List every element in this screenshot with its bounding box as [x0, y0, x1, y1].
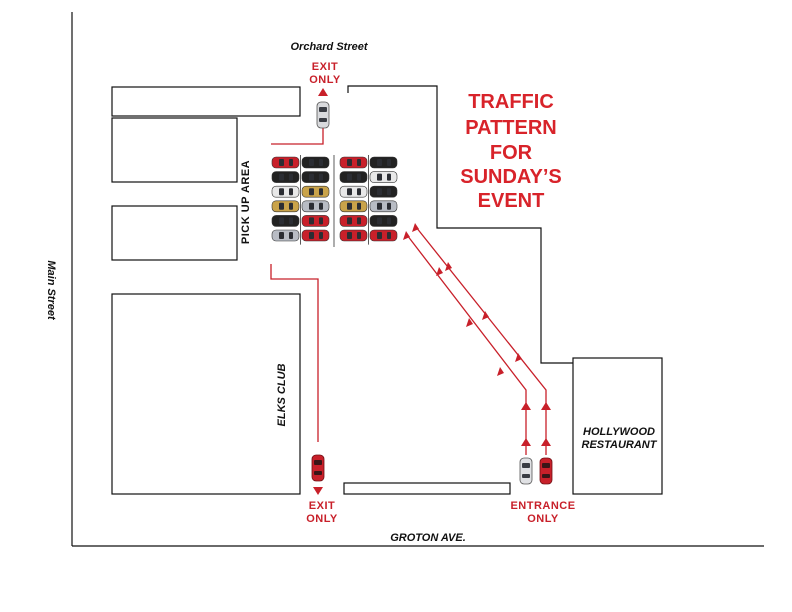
title-line-2: PATTERN	[465, 117, 556, 139]
entrance-arrow-icon	[403, 231, 410, 240]
parked-car-icon	[369, 156, 398, 169]
parked-car-icon	[369, 200, 398, 213]
entrance-arrow-icon	[541, 402, 551, 410]
car-icon	[316, 101, 330, 129]
curb-strip	[343, 482, 511, 495]
entrance-arrow-icon	[466, 318, 473, 327]
entrance-arrow-icon	[521, 402, 531, 410]
entrance-label-line2: ONLY	[527, 513, 559, 525]
exit-bottom-arrow-icon	[313, 487, 323, 495]
entrance-label-line1: ENTRANCE	[510, 500, 575, 512]
title-line-1: TRAFFIC	[468, 91, 554, 113]
parked-car-icon	[301, 171, 330, 183]
parked-car-icon	[271, 171, 300, 183]
car-icon	[519, 457, 533, 485]
parked-car-icon	[301, 156, 330, 169]
parked-car-icon	[301, 185, 330, 198]
elks-club-label: ELKS CLUB	[276, 363, 288, 426]
parked-car-icon	[271, 215, 300, 227]
entrance-arrow-icon	[445, 262, 452, 271]
parked-car-icon	[271, 185, 300, 198]
parked-car-icon	[301, 200, 330, 213]
entrance-route-left	[403, 231, 531, 455]
entrance-arrow-icon	[497, 367, 504, 376]
exit-top-arrow-icon	[318, 88, 328, 96]
parking-lot	[271, 155, 398, 247]
parked-car-icon	[339, 215, 368, 227]
parked-car-icon	[369, 215, 398, 227]
entrance-arrow-icon	[436, 267, 443, 276]
parked-car-icon	[271, 229, 300, 242]
parked-car-icon	[271, 156, 300, 169]
parked-car-icon	[271, 200, 300, 213]
parked-car-icon	[339, 156, 368, 169]
car-icon	[539, 457, 553, 485]
property-boundary	[347, 85, 573, 364]
parked-car-icon	[301, 229, 330, 242]
title-line-3: FOR	[490, 142, 533, 164]
parked-car-icon	[339, 185, 368, 198]
elks-club-building	[111, 293, 301, 495]
parked-car-icon	[301, 215, 330, 227]
orchard-street-label: Orchard Street	[290, 41, 368, 53]
parked-car-icon	[339, 229, 368, 242]
title-line-4: SUNDAY’S	[460, 166, 562, 188]
entrance-arrow-icon	[482, 311, 489, 320]
pickup-area-label: PICK UP AREA	[240, 160, 252, 244]
groton-ave-label: GROTON AVE.	[390, 532, 466, 544]
parked-car-icon	[339, 200, 368, 213]
parked-car-icon	[339, 171, 368, 183]
parked-car-icon	[369, 185, 398, 198]
hollywood-restaurant-building	[572, 357, 663, 495]
building-top-strip	[111, 86, 301, 117]
hollywood-label-line2: RESTAURANT	[582, 439, 658, 451]
exit-bottom-route	[270, 264, 323, 495]
hollywood-label-line1: HOLLYWOOD	[583, 426, 655, 438]
exit-bottom-label-line2: ONLY	[306, 513, 338, 525]
entrance-arrow-icon	[515, 353, 522, 362]
entrance-arrow-icon	[412, 223, 419, 232]
building-upper-left	[111, 117, 238, 183]
exit-top-label-line2: ONLY	[309, 74, 341, 86]
car-icon	[311, 454, 325, 482]
entrance-arrow-icon	[521, 438, 531, 446]
main-street-label: Main Street	[45, 260, 57, 321]
entrance-arrow-icon	[541, 438, 551, 446]
parked-car-icon	[369, 229, 398, 242]
entrance-route-right	[412, 223, 551, 455]
title-line-5: EVENT	[478, 190, 545, 212]
parked-car-icon	[369, 171, 398, 183]
building-middle-left	[111, 205, 238, 261]
exit-top-label-line1: EXIT	[312, 61, 338, 73]
exit-bottom-label-line1: EXIT	[309, 500, 335, 512]
